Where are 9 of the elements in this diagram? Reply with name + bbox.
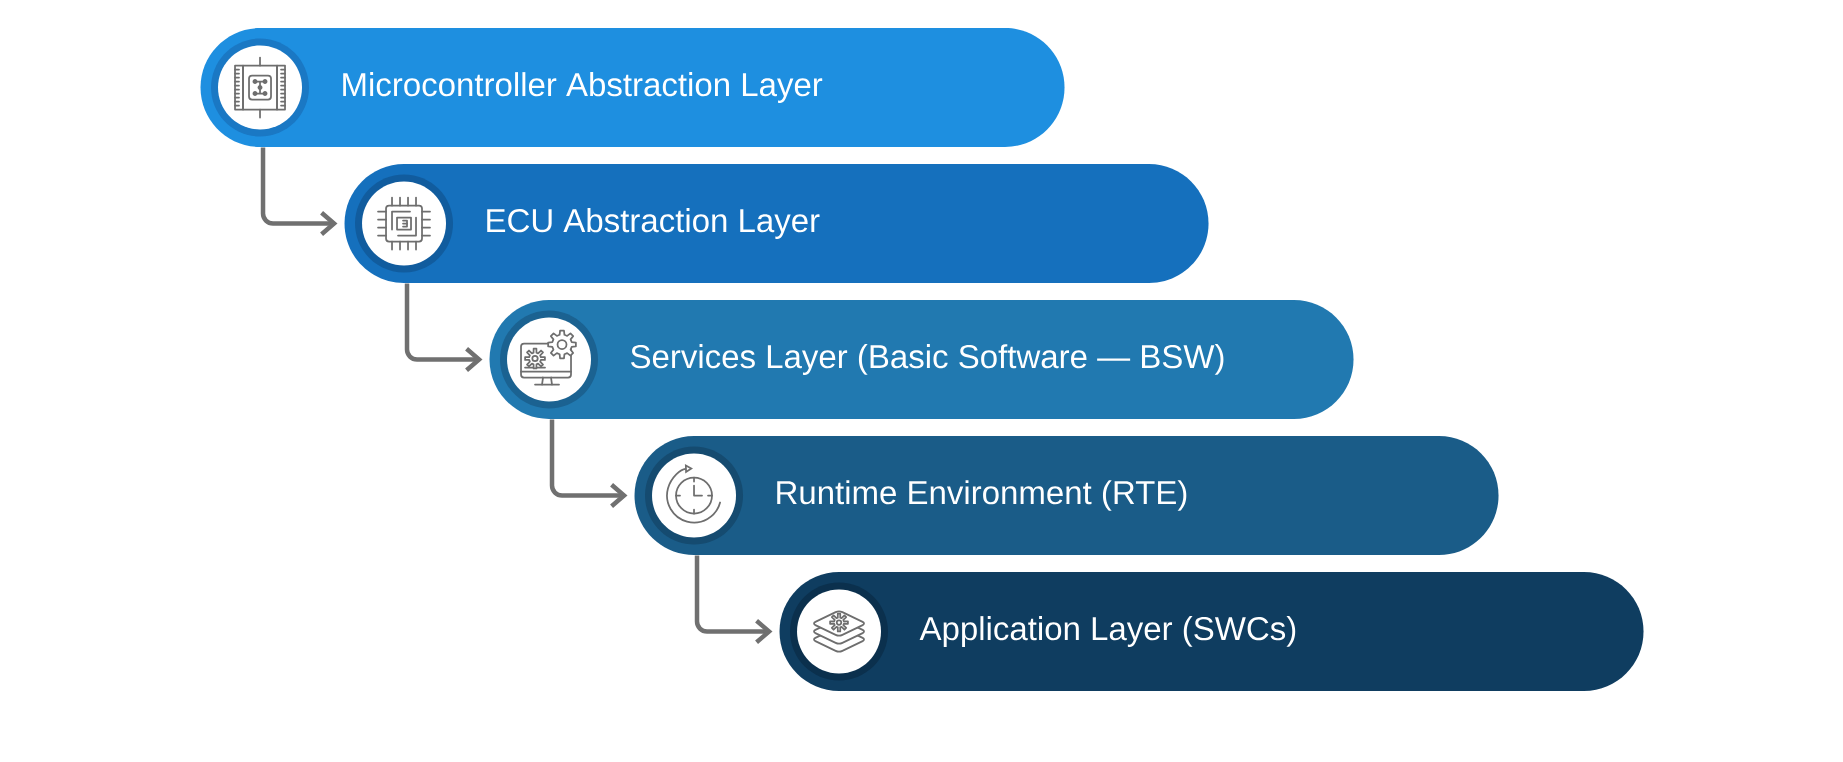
arrow xyxy=(404,283,483,372)
layer-bar: Application Layer (SWCs) xyxy=(779,572,1644,691)
arrow xyxy=(549,419,628,508)
arrow xyxy=(260,147,338,236)
layer-bar: Microcontroller Abstraction Layer xyxy=(200,28,1065,147)
layer-bar: Services Layer (Basic Software — BSW) xyxy=(489,300,1354,419)
layer-bar: Runtime Environment (RTE) xyxy=(634,436,1499,555)
arrow xyxy=(694,555,773,644)
layer-bar: ECU Abstraction Layer xyxy=(344,164,1209,283)
